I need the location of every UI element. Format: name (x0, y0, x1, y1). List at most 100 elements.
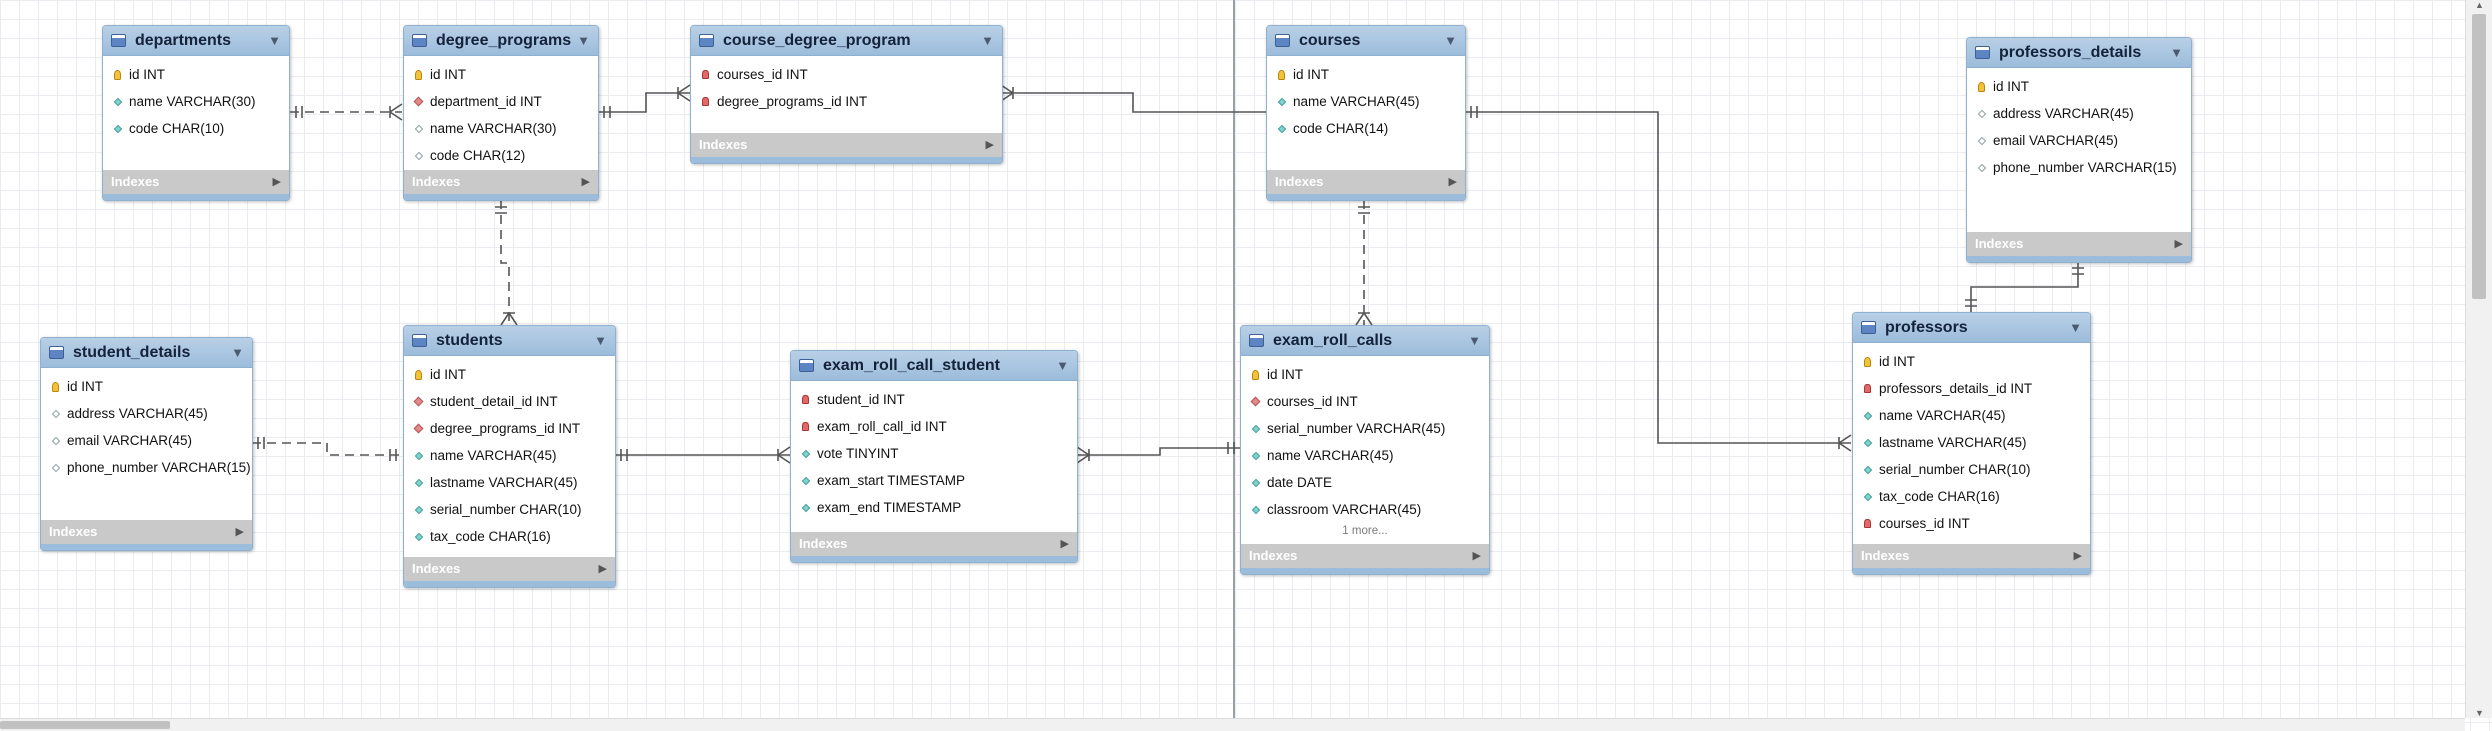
indexes-section[interactable]: Indexes ▶ (1853, 544, 2090, 574)
indexes-section[interactable]: Indexes ▶ (103, 170, 289, 200)
rel-departments-degree_programs[interactable] (290, 103, 403, 121)
table-header[interactable]: professors ▼ (1853, 313, 2090, 343)
expand-arrow-icon[interactable]: ▶ (235, 526, 244, 538)
expand-arrow-icon[interactable]: ▶ (1060, 538, 1069, 550)
column-row[interactable]: name VARCHAR(45) (1853, 402, 2090, 429)
column-row[interactable]: name VARCHAR(45) (1241, 442, 1489, 469)
table-professors[interactable]: professors ▼ id INT professors_details_i… (1852, 312, 2091, 575)
rel-exam_roll_calls-exam_roll_call_student[interactable] (1076, 442, 1240, 464)
column-row[interactable]: courses_id INT (1241, 388, 1489, 415)
indexes-section[interactable]: Indexes ▶ (41, 520, 252, 550)
table-professors_details[interactable]: professors_details ▼ id INT address VARC… (1966, 37, 2192, 263)
collapse-arrow-icon[interactable]: ▼ (577, 33, 590, 48)
column-row[interactable]: courses_id INT (1853, 510, 2090, 537)
indexes-section[interactable]: Indexes ▶ (404, 170, 598, 200)
column-row[interactable]: serial_number VARCHAR(45) (1241, 415, 1489, 442)
column-row[interactable]: id INT (103, 61, 289, 88)
table-degree_programs[interactable]: degree_programs ▼ id INT department_id I… (403, 25, 599, 201)
column-row[interactable]: id INT (1853, 348, 2090, 375)
rel-courses-course_degree_program[interactable] (1000, 84, 1266, 113)
diagram-canvas[interactable]: departments ▼ id INT name VARCHAR(30) co… (0, 0, 2465, 718)
column-row[interactable]: phone_number VARCHAR(15) (1967, 154, 2191, 181)
column-row[interactable]: id INT (404, 361, 615, 388)
column-row[interactable]: id INT (1241, 361, 1489, 388)
column-row[interactable]: professors_details_id INT (1853, 375, 2090, 402)
expand-arrow-icon[interactable]: ▶ (2174, 238, 2183, 250)
rel-courses-exam_roll_calls[interactable] (1355, 200, 1373, 326)
column-row[interactable]: classroom VARCHAR(45) (1241, 496, 1489, 523)
table-header[interactable]: degree_programs ▼ (404, 26, 598, 56)
collapse-arrow-icon[interactable]: ▼ (2069, 320, 2082, 335)
expand-arrow-icon[interactable]: ▶ (1472, 550, 1481, 562)
expand-arrow-icon[interactable]: ▶ (272, 176, 281, 188)
column-row[interactable]: vote TINYINT (791, 440, 1077, 467)
collapse-arrow-icon[interactable]: ▼ (268, 33, 281, 48)
column-row[interactable]: email VARCHAR(45) (1967, 127, 2191, 154)
rel-degree_programs-course_degree_program[interactable] (598, 84, 691, 118)
column-row[interactable]: exam_end TIMESTAMP (791, 494, 1077, 521)
column-row[interactable]: id INT (1967, 73, 2191, 100)
collapse-arrow-icon[interactable]: ▼ (1444, 33, 1457, 48)
table-header[interactable]: courses ▼ (1267, 26, 1465, 56)
column-row[interactable]: lastname VARCHAR(45) (404, 469, 615, 496)
column-row[interactable]: code CHAR(10) (103, 115, 289, 142)
column-row[interactable]: email VARCHAR(45) (41, 427, 252, 454)
indexes-section[interactable]: Indexes ▶ (691, 133, 1002, 163)
collapse-arrow-icon[interactable]: ▼ (981, 33, 994, 48)
expand-arrow-icon[interactable]: ▶ (598, 563, 607, 575)
column-row[interactable]: degree_programs_id INT (404, 415, 615, 442)
table-exam_roll_call_student[interactable]: exam_roll_call_student ▼ student_id INT … (790, 350, 1078, 563)
table-course_degree_program[interactable]: course_degree_program ▼ courses_id INT d… (690, 25, 1003, 164)
column-row[interactable]: serial_number CHAR(10) (1853, 456, 2090, 483)
expand-arrow-icon[interactable]: ▶ (985, 139, 994, 151)
scroll-up-arrow-icon[interactable]: ▲ (2475, 0, 2484, 10)
table-header[interactable]: departments ▼ (103, 26, 289, 56)
column-row[interactable]: id INT (41, 373, 252, 400)
table-header[interactable]: professors_details ▼ (1967, 38, 2191, 68)
table-students[interactable]: students ▼ id INT student_detail_id INT … (403, 325, 616, 588)
column-row[interactable]: code CHAR(14) (1267, 115, 1465, 142)
table-header[interactable]: student_details ▼ (41, 338, 252, 368)
horizontal-scrollbar[interactable] (0, 718, 2465, 731)
column-row[interactable]: address VARCHAR(45) (1967, 100, 2191, 127)
rel-professors_details-professors[interactable] (1965, 262, 2084, 312)
indexes-section[interactable]: Indexes ▶ (1267, 170, 1465, 200)
table-header[interactable]: exam_roll_calls ▼ (1241, 326, 1489, 356)
collapse-arrow-icon[interactable]: ▼ (1056, 358, 1069, 373)
column-row[interactable]: id INT (1267, 61, 1465, 88)
table-student_details[interactable]: student_details ▼ id INT address VARCHAR… (40, 337, 253, 551)
column-row[interactable]: exam_start TIMESTAMP (791, 467, 1077, 494)
column-row[interactable]: name VARCHAR(45) (404, 442, 615, 469)
column-row[interactable]: courses_id INT (691, 61, 1002, 88)
rel-students-exam_roll_call_student[interactable] (615, 446, 791, 464)
table-header[interactable]: course_degree_program ▼ (691, 26, 1002, 56)
indexes-section[interactable]: Indexes ▶ (791, 532, 1077, 562)
expand-arrow-icon[interactable]: ▶ (2073, 550, 2082, 562)
indexes-section[interactable]: Indexes ▶ (1241, 544, 1489, 574)
rel-courses-professors[interactable] (1465, 106, 1852, 452)
column-row[interactable]: student_id INT (791, 386, 1077, 413)
column-row[interactable]: name VARCHAR(30) (103, 88, 289, 115)
vertical-scrollbar[interactable]: ▲ ▼ (2465, 0, 2492, 718)
expand-arrow-icon[interactable]: ▶ (581, 176, 590, 188)
column-row[interactable]: phone_number VARCHAR(15) (41, 454, 252, 481)
rel-student_details-students[interactable] (252, 437, 402, 461)
table-header[interactable]: exam_roll_call_student ▼ (791, 351, 1077, 381)
collapse-arrow-icon[interactable]: ▼ (1468, 333, 1481, 348)
column-row[interactable]: date DATE (1241, 469, 1489, 496)
scroll-down-arrow-icon[interactable]: ▼ (2475, 708, 2484, 718)
column-row[interactable]: tax_code CHAR(16) (1853, 483, 2090, 510)
column-row[interactable]: department_id INT (404, 88, 598, 115)
vertical-scroll-thumb[interactable] (2472, 14, 2486, 299)
expand-arrow-icon[interactable]: ▶ (1448, 176, 1457, 188)
column-row[interactable]: tax_code CHAR(16) (404, 523, 615, 550)
table-departments[interactable]: departments ▼ id INT name VARCHAR(30) co… (102, 25, 290, 201)
rel-degree_programs-students[interactable] (495, 200, 518, 326)
horizontal-scroll-thumb[interactable] (0, 721, 170, 729)
column-row[interactable]: student_detail_id INT (404, 388, 615, 415)
indexes-section[interactable]: Indexes ▶ (1967, 232, 2191, 262)
table-exam_roll_calls[interactable]: exam_roll_calls ▼ id INT courses_id INT … (1240, 325, 1490, 575)
column-row[interactable]: address VARCHAR(45) (41, 400, 252, 427)
collapse-arrow-icon[interactable]: ▼ (594, 333, 607, 348)
column-row[interactable]: code CHAR(12) (404, 142, 598, 169)
